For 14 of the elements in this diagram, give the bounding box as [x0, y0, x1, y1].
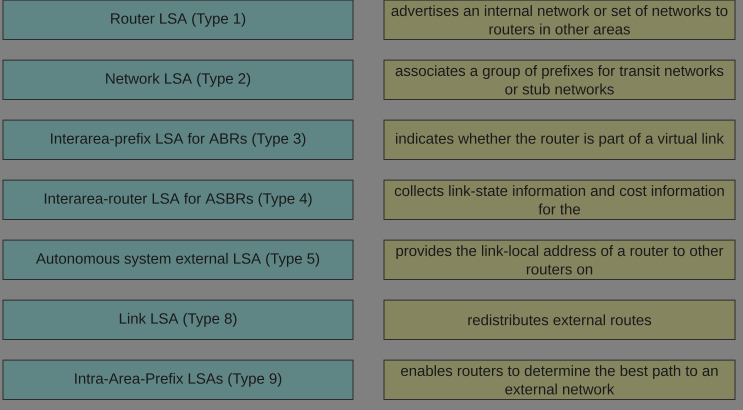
description-box: redistributes external routes	[384, 300, 736, 340]
lsa-type-box: Network LSA (Type 2)	[2, 60, 354, 100]
lsa-type-box: Intra-Area-Prefix LSAs (Type 9)	[2, 360, 354, 400]
description-box: associates a group of prefixes for transit networks or stub networks	[384, 60, 736, 100]
description-box: advertises an internal network or set of networks to routers in other areas	[384, 0, 736, 40]
lsa-type-box: Router LSA (Type 1)	[2, 0, 354, 40]
description-box: indicates whether the router is part of a virtual link	[384, 120, 736, 160]
lsa-type-box: Interarea-prefix LSA for ABRs (Type 3)	[2, 120, 354, 160]
lsa-type-box: Autonomous system external LSA (Type 5)	[2, 240, 354, 280]
lsa-type-box: Link LSA (Type 8)	[2, 300, 354, 340]
description-box: provides the link-local address of a router to other routers on	[384, 240, 736, 280]
lsa-type-box: Interarea-router LSA for ASBRs (Type 4)	[2, 180, 354, 220]
description-box: collects link-state information and cost information for the	[384, 180, 736, 220]
description-box: enables routers to determine the best path to an external network	[384, 360, 736, 400]
